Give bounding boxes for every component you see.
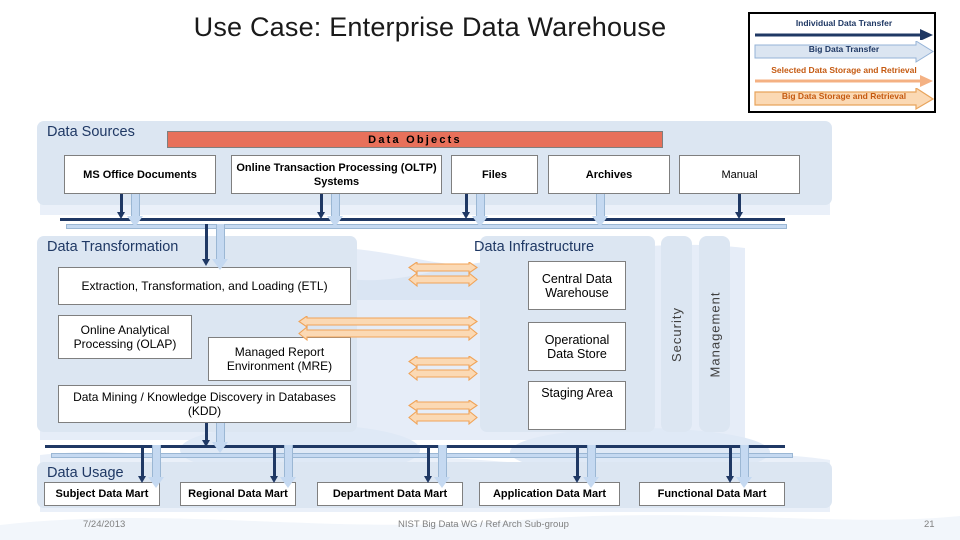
- data-source-box-ms-office-documents[interactable]: MS Office Documents: [64, 155, 216, 194]
- data-usage-box-regional-data-mart[interactable]: Regional Data Mart: [180, 482, 296, 506]
- box-label: Operational Data Store: [544, 332, 610, 361]
- box-label: MS Office Documents: [83, 168, 197, 181]
- orange-bidirectional-arrow-4: [408, 400, 478, 426]
- navy-down-arrow: [270, 445, 279, 483]
- lightblue-down-arrow: [327, 194, 344, 227]
- block-orange-arrow-icon: [754, 88, 934, 111]
- top-bus-blue-line: [66, 224, 787, 229]
- lightblue-down-arrow: [592, 194, 609, 227]
- box-label: Online Transaction Processing (OLTP) Sys…: [236, 161, 437, 188]
- box-label: Regional Data Mart: [188, 488, 288, 500]
- navy-down-arrow: [138, 445, 147, 483]
- data-usage-box-subject-data-mart[interactable]: Subject Data Mart: [44, 482, 160, 506]
- footer-date: 7/24/2013: [83, 519, 126, 530]
- legend-box: Individual Data Transfer Big Data Transf…: [748, 12, 936, 113]
- management-label: Management: [707, 291, 723, 377]
- security-label: Security: [669, 306, 684, 362]
- box-label: Application Data Mart: [492, 488, 607, 500]
- box-label: Department Data Mart: [332, 488, 448, 500]
- legend-item-individual-data-transfer: Individual Data Transfer: [754, 18, 934, 40]
- thin-orange-arrow-icon: [755, 75, 933, 87]
- data-usage-box-functional-data-mart[interactable]: Functional Data Mart: [639, 482, 785, 506]
- orange-bidirectional-arrow-2: [298, 316, 478, 342]
- box-label: Online Analytical Processing (OLAP): [73, 323, 177, 351]
- navy-down-arrow: [424, 445, 433, 483]
- lightblue-down-arrow: [583, 445, 600, 488]
- box-label: Files: [481, 168, 508, 181]
- box-label: Managed Report Environment (MRE): [226, 345, 333, 373]
- navy-down-arrow: [317, 194, 326, 219]
- legend-item-selected-data-storage-retrieval: Selected Data Storage and Retrieval: [754, 65, 934, 87]
- data-usage-title: Data Usage: [47, 465, 124, 481]
- data-transformation-title: Data Transformation: [47, 239, 179, 255]
- legend-item-label: Big Data Transfer: [808, 44, 880, 54]
- data-source-box-oltp-systems[interactable]: Online Transaction Processing (OLTP) Sys…: [231, 155, 442, 194]
- infrastructure-box-operational-data-store[interactable]: Operational Data Store: [528, 322, 626, 371]
- data-objects-label: Data Objects: [368, 133, 462, 146]
- management-bar: Management: [699, 236, 730, 432]
- data-usage-box-application-data-mart[interactable]: Application Data Mart: [479, 482, 620, 506]
- footer-page-number: 21: [924, 519, 935, 530]
- transformation-box-etl[interactable]: Extraction, Transformation, and Loading …: [58, 267, 351, 305]
- bottom-bus-navy-line: [45, 445, 785, 448]
- lightblue-down-arrow: [736, 445, 753, 488]
- transformation-box-mre[interactable]: Managed Report Environment (MRE): [208, 337, 351, 381]
- navy-down-arrow: [202, 224, 211, 266]
- infrastructure-box-central-data-warehouse[interactable]: Central Data Warehouse: [528, 261, 626, 310]
- data-source-box-archives[interactable]: Archives: [548, 155, 670, 194]
- navy-down-arrow: [462, 194, 471, 219]
- legend-item-big-data-storage-retrieval: Big Data Storage and Retrieval: [754, 88, 934, 111]
- orange-bidirectional-arrow-1: [408, 262, 478, 288]
- orange-bidirectional-arrow-3: [408, 356, 478, 382]
- lightblue-down-arrow: [212, 224, 229, 270]
- transformation-box-olap[interactable]: Online Analytical Processing (OLAP): [58, 315, 192, 359]
- box-label: Archives: [585, 168, 633, 181]
- legend-item-label: Individual Data Transfer: [795, 18, 893, 28]
- data-infrastructure-title: Data Infrastructure: [474, 239, 595, 255]
- legend-item-label: Selected Data Storage and Retrieval: [771, 65, 917, 75]
- transformation-box-kdd[interactable]: Data Mining / Knowledge Discovery in Dat…: [58, 385, 351, 423]
- thin-navy-arrow-icon: [755, 29, 933, 40]
- lightblue-down-arrow: [280, 445, 297, 488]
- box-label: Data Mining / Knowledge Discovery in Dat…: [73, 390, 336, 418]
- bottom-bus-blue-line: [51, 453, 793, 458]
- lightblue-down-arrow: [127, 194, 144, 227]
- page-title: Use Case: Enterprise Data Warehouse: [193, 12, 667, 42]
- data-sources-title: Data Sources: [47, 124, 135, 140]
- lightblue-down-arrow: [434, 445, 451, 488]
- legend-item-label: Big Data Storage and Retrieval: [781, 91, 907, 101]
- infrastructure-box-staging-area[interactable]: Staging Area: [528, 381, 626, 430]
- box-label: Functional Data Mart: [657, 488, 767, 500]
- top-bus-navy-line: [60, 218, 785, 221]
- footer-center-text: NIST Big Data WG / Ref Arch Sub-group: [398, 519, 569, 530]
- data-source-box-files[interactable]: Files: [451, 155, 538, 194]
- box-label: Staging Area: [541, 386, 613, 400]
- legend-item-big-data-transfer: Big Data Transfer: [754, 41, 934, 63]
- lightblue-down-arrow: [212, 423, 229, 453]
- box-label: Manual: [721, 168, 758, 181]
- box-label: Extraction, Transformation, and Loading …: [81, 279, 328, 293]
- box-label: Central Data Warehouse: [541, 271, 613, 300]
- lightblue-down-arrow: [148, 445, 165, 488]
- data-source-box-manual[interactable]: Manual: [679, 155, 800, 194]
- navy-down-arrow: [117, 194, 126, 219]
- navy-down-arrow: [726, 445, 735, 483]
- block-lightblue-arrow-icon: [754, 41, 934, 63]
- security-bar: Security: [661, 236, 692, 432]
- box-label: Subject Data Mart: [55, 488, 149, 500]
- navy-down-arrow: [735, 194, 744, 219]
- navy-down-arrow: [573, 445, 582, 483]
- lightblue-down-arrow: [472, 194, 489, 227]
- navy-down-arrow: [202, 423, 211, 447]
- data-objects-bar: Data Objects: [167, 131, 663, 148]
